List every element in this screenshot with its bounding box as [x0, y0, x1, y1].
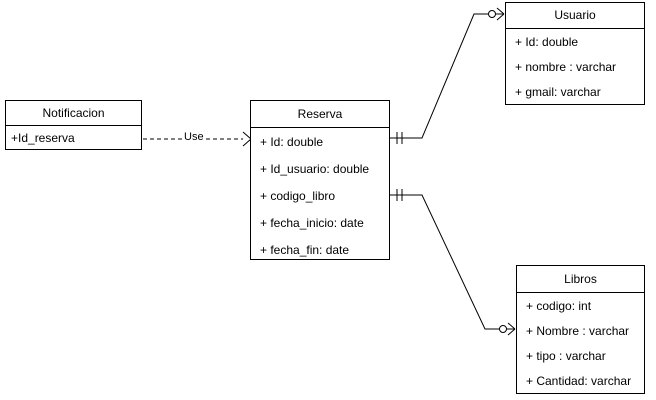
- association-line: [390, 13, 504, 139]
- attribute-row: + codigo_libro: [260, 188, 336, 203]
- attribute-row: + Cantidad: varchar: [526, 373, 632, 388]
- class-box-usuario[interactable]: Usuario + Id: double + nombre : varchar …: [505, 2, 645, 105]
- class-box-notificacion[interactable]: Notificacion +Id_reserva: [5, 100, 142, 150]
- attribute-list-usuario: + Id: double + nombre : varchar + gmail:…: [506, 29, 644, 104]
- relation-label-use: Use: [182, 131, 206, 143]
- attribute-row: +Id_reserva: [11, 131, 75, 145]
- attribute-row: + fecha_fin: date: [260, 242, 350, 257]
- class-title-libros: Libros: [517, 266, 644, 293]
- attribute-row: + nombre : varchar: [515, 59, 617, 74]
- attribute-row: + codigo: int: [526, 298, 592, 313]
- attribute-row: + fecha_inicio: date: [260, 215, 364, 230]
- association-line: [390, 194, 515, 330]
- attribute-row: + tipo : varchar: [526, 348, 606, 363]
- attribute-row: + Id_usuario: double: [260, 161, 370, 176]
- crows-foot-icon: [496, 13, 505, 21]
- relation-reserva-libros: [390, 189, 516, 336]
- attribute-list-reserva: + Id: double + Id_usuario: double + codi…: [251, 128, 389, 263]
- attribute-row: + Id: double: [515, 34, 579, 49]
- attribute-list-libros: + codigo: int + Nombre : varchar + tipo …: [517, 293, 644, 393]
- class-box-libros[interactable]: Libros + codigo: int + Nombre : varchar …: [516, 265, 645, 394]
- attribute-row: + gmail: varchar: [515, 84, 601, 99]
- relation-reserva-usuario: [390, 7, 505, 144]
- zero-or-many-circle-icon: [488, 10, 496, 18]
- attribute-list-notificacion: +Id_reserva: [6, 126, 141, 150]
- class-title-reserva: Reserva: [251, 101, 389, 128]
- class-title-usuario: Usuario: [506, 3, 644, 29]
- crows-foot-icon: [507, 322, 516, 330]
- crows-foot-icon: [496, 7, 505, 15]
- zero-or-many-circle-icon: [499, 325, 507, 333]
- class-title-notificacion: Notificacion: [6, 101, 141, 126]
- crows-foot-icon: [507, 328, 516, 336]
- attribute-row: + Id: double: [260, 134, 324, 149]
- class-box-reserva[interactable]: Reserva + Id: double + Id_usuario: doubl…: [250, 100, 390, 260]
- attribute-row: + Nombre : varchar: [526, 323, 630, 338]
